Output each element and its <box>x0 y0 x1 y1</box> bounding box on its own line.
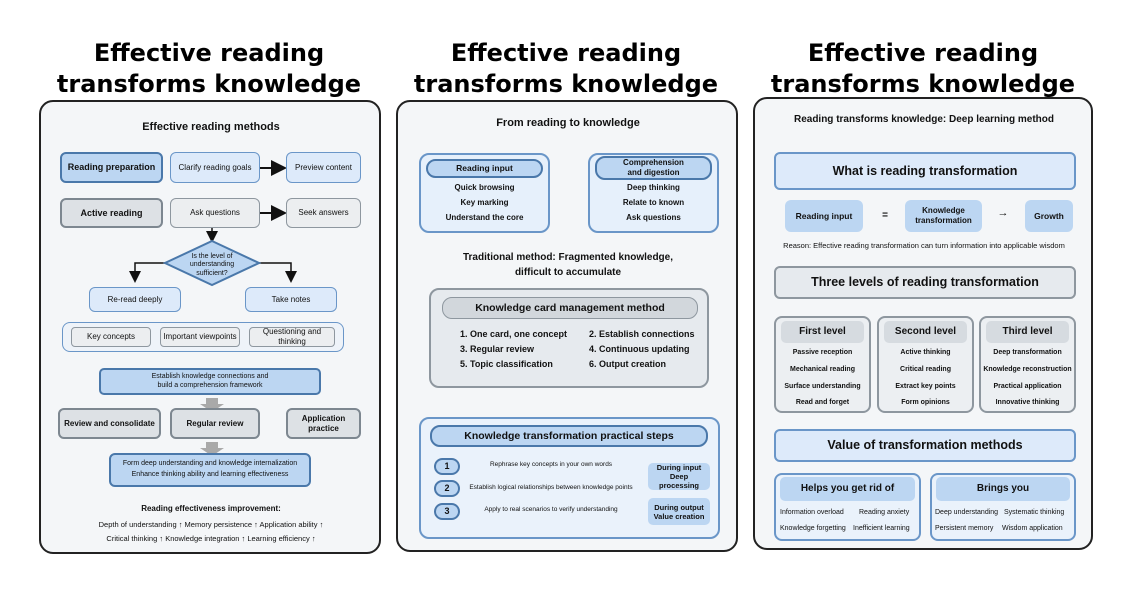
level-2-item-1: Active thinking <box>900 349 951 356</box>
step-3-text: Apply to real scenarios to verify unders… <box>484 506 618 513</box>
down-arrow-2 <box>200 442 224 456</box>
eq-reading-input: Reading input <box>785 200 863 232</box>
card-right-1: 2. Establish connections <box>589 329 695 339</box>
traditional-line2: difficult to accumulate <box>514 267 622 278</box>
improvement-line2: Critical thinking ↑ Knowledge integratio… <box>106 534 316 543</box>
brings-item-4: Wisdom application <box>1002 525 1063 532</box>
level-1-item-2: Mechanical reading <box>790 366 855 373</box>
key-concepts-box: Key concepts <box>71 327 151 347</box>
step-2-badge: 2 <box>434 480 460 497</box>
take-notes-box: Take notes <box>245 287 337 312</box>
panel2-title: Effective reading transforms knowledge <box>413 39 719 98</box>
traditional-line1: Traditional method: Fragmented knowledge… <box>462 252 674 263</box>
ask-questions-box: Ask questions <box>170 198 260 228</box>
panel2-header: From reading to knowledge <box>496 117 640 129</box>
during-input-box: During input Deep processing <box>648 463 710 490</box>
important-viewpoints-box: Important viewpoints <box>160 327 240 347</box>
level-2-title: Second level <box>884 321 967 343</box>
decision-text: Is the level of understanding sufficient… <box>189 253 235 277</box>
step-1-text: Rephrase key concepts in your own words <box>489 461 613 468</box>
comprehension-title: Comprehension and digestion <box>595 156 712 180</box>
level-3-item-4: Innovative thinking <box>995 399 1060 406</box>
flow-connectors <box>129 160 297 456</box>
brings-item-2: Systematic thinking <box>1004 509 1065 516</box>
brings-title: Brings you <box>936 477 1070 501</box>
regular-review-box: Regular review <box>170 408 260 439</box>
level-2-item-4: Form opinions <box>901 399 950 406</box>
card-left-2: 3. Regular review <box>460 344 535 354</box>
rid-item-4: Inefficient learning <box>853 525 910 532</box>
panel-effective-reading-methods: Effective reading methods Reading prepar… <box>39 100 381 554</box>
level-1-item-3: Surface understanding <box>784 383 861 390</box>
level-1-item-4: Read and forget <box>795 399 850 406</box>
deep-understanding-box: Form deep understanding and knowledge in… <box>109 453 311 487</box>
level-1-title: First level <box>781 321 864 343</box>
value-title: Value of transformation methods <box>774 429 1076 462</box>
reading-input-title: Reading input <box>426 159 543 178</box>
seek-answers-box: Seek answers <box>286 198 361 228</box>
level-3-item-3: Practical application <box>993 383 1062 390</box>
card-left-3: 5. Topic classification <box>460 359 553 369</box>
input-item-3: Understand the core <box>445 213 524 222</box>
panel1-header: Effective reading methods <box>142 121 280 133</box>
comp-item-1: Deep thinking <box>627 183 680 192</box>
eq-equals: = <box>882 210 888 221</box>
application-practice-box: Application practice <box>286 408 361 439</box>
level-3-item-1: Deep transformation <box>993 349 1062 356</box>
panel3-title: Effective reading transforms knowledge <box>770 39 1076 98</box>
panel-deep-learning-method: Reading transforms knowledge: Deep learn… <box>753 97 1093 550</box>
connections-box: Establish knowledge connections and buil… <box>99 368 321 395</box>
comp-item-2: Relate to known <box>622 198 685 207</box>
review-consolidate-box: Review and consolidate <box>58 408 161 439</box>
reading-preparation-box: Reading preparation <box>60 152 163 183</box>
step-1-badge: 1 <box>434 458 460 475</box>
preview-content-box: Preview content <box>286 152 361 183</box>
eq-knowledge-transformation: Knowledge transformation <box>905 200 982 232</box>
reread-box: Re-read deeply <box>89 287 181 312</box>
eq-growth: Growth <box>1025 200 1073 232</box>
reason-text: Reason: Effective reading transformation… <box>783 241 1065 250</box>
questioning-box: Questioning and thinking <box>249 327 335 347</box>
eq-arrow: → <box>997 207 1009 219</box>
levels-title: Three levels of reading transformation <box>774 266 1076 299</box>
card-right-2: 4. Continuous updating <box>589 344 690 354</box>
steps-title: Knowledge transformation practical steps <box>430 425 708 447</box>
level-3-item-2: Knowledge reconstruction <box>983 366 1072 373</box>
comp-item-3: Ask questions <box>626 213 681 222</box>
card-method-title: Knowledge card management method <box>442 297 698 319</box>
rid-item-3: Knowledge forgetting <box>780 525 846 532</box>
level-2-item-2: Critical reading <box>900 366 951 373</box>
decision-diamond <box>162 239 262 287</box>
during-output-box: During output Value creation <box>648 498 710 525</box>
panel1-title: Effective reading transforms knowledge <box>56 39 362 98</box>
level-3-title: Third level <box>986 321 1069 343</box>
level-2-item-3: Extract key points <box>895 383 956 390</box>
panel-from-reading-to-knowledge: From reading to knowledge Reading input … <box>396 100 738 552</box>
what-is-transformation: What is reading transformation <box>774 152 1076 190</box>
down-arrow-1 <box>200 398 224 412</box>
level-1-item-1: Passive reception <box>792 349 853 356</box>
card-left-1: 1. One card, one concept <box>460 329 568 339</box>
improvement-line1: Depth of understanding ↑ Memory persiste… <box>98 520 324 529</box>
step-2-text: Establish logical relationships between … <box>469 484 633 491</box>
brings-item-1: Deep understanding <box>935 509 999 516</box>
input-item-1: Quick browsing <box>454 183 515 192</box>
rid-title: Helps you get rid of <box>780 477 915 501</box>
panel3-header: Reading transforms knowledge: Deep learn… <box>793 114 1055 125</box>
input-item-2: Key marking <box>460 198 509 207</box>
active-reading-box: Active reading <box>60 198 163 228</box>
step-3-badge: 3 <box>434 503 460 520</box>
rid-item-2: Reading anxiety <box>859 509 910 516</box>
improvement-title: Reading effectiveness improvement: <box>141 504 281 513</box>
brings-item-3: Persistent memory <box>935 525 994 532</box>
rid-item-1: Information overload <box>780 509 844 516</box>
card-right-3: 6. Output creation <box>589 359 667 369</box>
clarify-goals-box: Clarify reading goals <box>170 152 260 183</box>
